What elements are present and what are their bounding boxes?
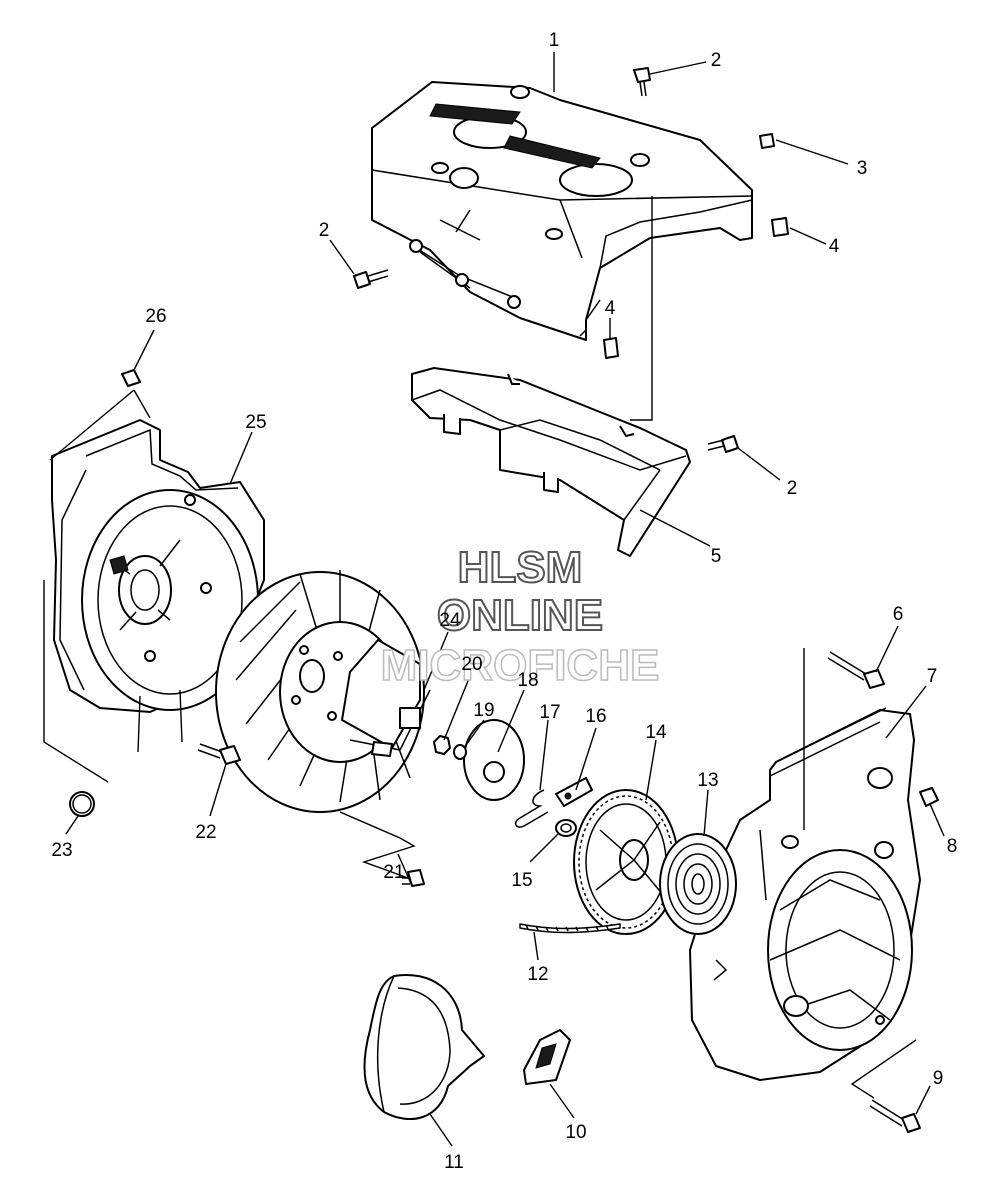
part-19-washer (453, 744, 467, 760)
callout-19: 19 (473, 700, 494, 721)
callout-8: 8 (947, 836, 958, 857)
part-13-recoil-spring (659, 833, 737, 935)
part-6-bolt (827, 651, 885, 689)
callout-20: 20 (461, 654, 482, 675)
part-7-starter-housing (689, 707, 921, 1081)
callout-7: 7 (927, 666, 938, 687)
part-2-bolt-right (707, 435, 739, 453)
part-20-nut (433, 735, 451, 755)
callout-11: 11 (444, 1152, 464, 1173)
part-17-spring (514, 789, 549, 828)
part-15-collar (555, 819, 577, 837)
callout-21: 21 (383, 862, 404, 883)
part-2-bolt-top (633, 67, 651, 97)
watermark: HLSM ONLINE MICROFICHE (380, 542, 660, 691)
alignment-lines (43, 196, 917, 1099)
part-2-bolt-left (353, 269, 389, 289)
callout-9: 9 (933, 1068, 944, 1089)
callout-5: 5 (711, 546, 722, 567)
part-24-flywheel-fan (215, 570, 431, 813)
callout-24: 24 (439, 610, 461, 631)
part-23-ring (69, 791, 95, 817)
callout-4-right: 4 (829, 236, 840, 257)
callout-15: 15 (511, 870, 532, 891)
part-26-nut (121, 369, 141, 387)
part-14-starter-pulley (573, 789, 679, 935)
callout-22: 22 (195, 822, 216, 843)
part-12-starter-rope (519, 923, 621, 934)
part-4-clip-right (771, 217, 789, 237)
callout-18: 18 (517, 670, 538, 691)
callout-1: 1 (549, 30, 560, 51)
callout-10: 10 (565, 1122, 586, 1143)
part-1-top-shroud (371, 81, 753, 341)
watermark-line-3: MICROFICHE (381, 641, 660, 690)
callout-25: 25 (245, 412, 266, 433)
watermark-line-2: ONLINE (437, 591, 603, 640)
callout-16: 16 (585, 706, 606, 727)
part-10-rope-guide (523, 1029, 571, 1085)
callout-26: 26 (145, 306, 166, 327)
part-5-air-duct (411, 367, 691, 557)
part-18-plate (463, 719, 525, 801)
callout-2-right: 2 (787, 478, 798, 499)
callout-leaders (65, 52, 945, 1147)
part-9-bolt (869, 1099, 921, 1133)
callout-6: 6 (893, 604, 904, 625)
part-3-screw (759, 133, 775, 149)
callout-3: 3 (857, 158, 868, 179)
part-4-clip-left (603, 337, 619, 359)
callout-23: 23 (51, 840, 72, 861)
watermark-line-1: HLSM (458, 543, 583, 592)
callout-17: 17 (539, 702, 560, 723)
callout-2-left: 2 (319, 220, 330, 241)
callout-14: 14 (645, 722, 667, 743)
part-11-starter-handle (363, 974, 485, 1120)
callout-labels: 1 2 2 2 3 4 4 5 6 7 8 9 10 11 12 13 14 1… (51, 30, 957, 1173)
part-8-nut (919, 787, 939, 807)
callout-13: 13 (697, 770, 718, 791)
callout-2-top: 2 (711, 50, 722, 71)
callout-4-left: 4 (605, 298, 616, 319)
callout-12: 12 (527, 964, 548, 985)
part-22-bolt (197, 743, 241, 765)
part-16-ratchet (555, 777, 593, 807)
